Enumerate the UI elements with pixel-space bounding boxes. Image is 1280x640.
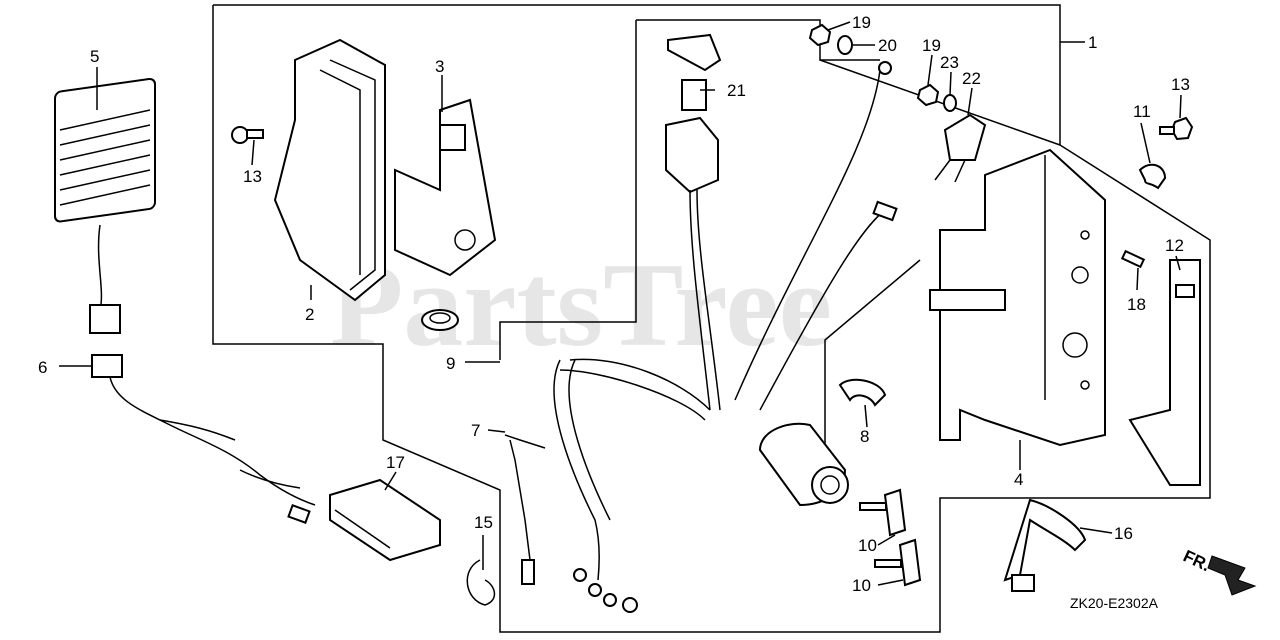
callout-19-right: 19: [922, 36, 941, 55]
diagram-code: ZK20-E2302A: [1070, 595, 1159, 611]
part-7-wire: [504, 434, 546, 585]
part-13-bolt: [1159, 116, 1194, 141]
callout-11: 11: [1133, 102, 1151, 121]
callout-4: 4: [1014, 470, 1023, 489]
callout-17: 17: [386, 453, 405, 472]
callout-23: 23: [940, 53, 959, 72]
callout-12: 12: [1165, 236, 1184, 255]
part-17-pad: [329, 478, 441, 562]
part-10-key-upper: [859, 488, 907, 537]
callout-15: 15: [474, 513, 493, 532]
part-15-clip: [466, 559, 496, 606]
part-16-strap: [1003, 498, 1087, 592]
callout-1: 1: [1088, 33, 1097, 52]
direction-arrow-icon: [1207, 555, 1257, 596]
part-grommet: [421, 309, 459, 331]
part-8-clamp: [838, 378, 887, 407]
callout-13: 13: [1171, 75, 1190, 94]
callout-7: 7: [471, 421, 480, 440]
part-4-control-box: [929, 148, 1106, 447]
callout-2: 2: [305, 305, 314, 324]
part-12-plate: [1128, 259, 1201, 486]
callout-16: 16: [1114, 524, 1133, 543]
callout-22: 22: [962, 69, 981, 88]
part-ignition-switch: [758, 422, 849, 507]
part-5-regulator-rectifier: [54, 77, 156, 334]
callout-20: 20: [878, 36, 897, 55]
callout-19-top: 19: [852, 13, 871, 32]
callout-21: 21: [727, 81, 746, 100]
part-22-terminal: [934, 113, 987, 183]
part-23-washer: [943, 94, 957, 112]
callout-18: 18: [1127, 295, 1146, 314]
part-3-bracket: [394, 98, 497, 277]
part-11-clamp: [1138, 163, 1167, 190]
part-10-key-lower: [874, 538, 922, 587]
callout-14: 13: [243, 167, 262, 186]
part-19-nut-upper: [808, 23, 832, 47]
part-18-screw: [1120, 249, 1146, 269]
part-20-washer: [837, 35, 853, 55]
callout-5: 5: [90, 47, 99, 66]
part-9-main-harness: [553, 61, 898, 613]
leader-lines: [59, 21, 1182, 586]
part-6-sub-harness: [91, 354, 316, 524]
watermark-text: PartsTree: [330, 238, 832, 371]
callout-10-upper: 10: [858, 536, 877, 555]
part-14-screw: [231, 126, 264, 144]
direction-label: FR.: [1180, 546, 1213, 575]
callout-8: 8: [860, 427, 869, 446]
part-2-control-box-cover: [273, 38, 386, 302]
part-21-fuse: [665, 33, 722, 194]
callout-3: 3: [435, 57, 444, 76]
callout-10-lower: 10: [852, 576, 871, 595]
part-19-nut-right: [916, 83, 940, 107]
callout-9: 9: [446, 354, 455, 373]
callout-6: 6: [38, 358, 47, 377]
